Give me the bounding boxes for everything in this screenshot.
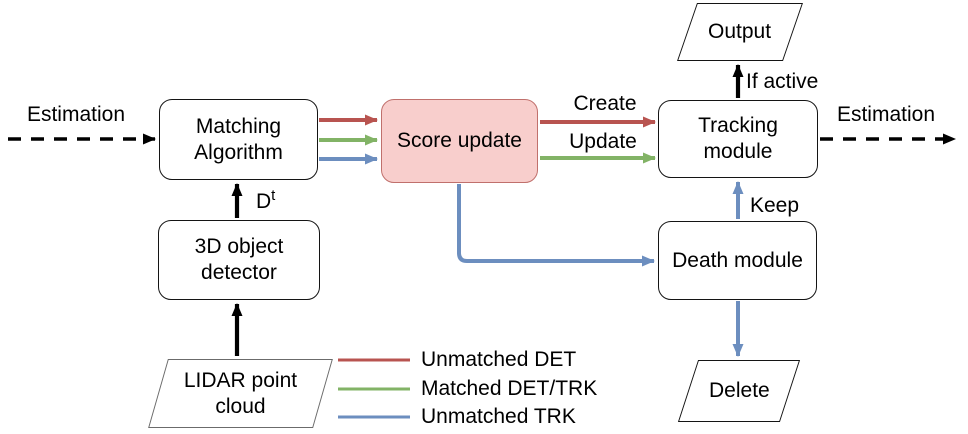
node-death-module: Death module [658,221,817,300]
node-tracking-module: Tracking module [658,100,818,178]
label-detections: Dt [256,187,276,214]
node-tracking-module-label-line1: Tracking [698,114,778,137]
node-matching-algorithm-label-line1: Matching [195,114,282,138]
node-matching-algorithm-label-line2: Algorithm [194,140,283,164]
node-output: Output [677,3,803,61]
label-create: Create [573,92,637,115]
node-lidar-point-cloud: LIDAR point cloud [148,359,333,428]
label-estimation-in: Estimation [26,103,126,126]
node-output-label: Output [708,20,772,43]
node-lidar-label-line2: cloud [215,394,266,418]
label-update: Update [569,130,637,153]
label-if-active: If active [746,70,819,93]
legend-label-matched: Matched DET/TRK [421,377,598,400]
node-3d-object-detector-label-line1: 3D object [194,235,284,258]
label-detections-superscript: t [271,187,276,204]
node-3d-object-detector-label-line2: detector [201,261,277,284]
node-score-update-label: Score update [397,129,522,152]
label-detections-base: D [256,190,272,213]
label-estimation-out: Estimation [836,103,936,126]
node-lidar-point-cloud-label: LIDAR point cloud [184,368,297,420]
node-lidar-label-line1: LIDAR point [183,368,298,392]
node-death-module-label: Death module [672,248,803,272]
node-score-update: Score update [381,99,538,183]
node-3d-object-detector: 3D object detector [158,220,320,300]
edge-score-to-death [457,184,655,267]
node-matching-algorithm: Matching Algorithm [159,99,318,180]
label-keep: Keep [750,194,800,217]
node-delete-label: Delete [708,379,770,402]
node-tracking-module-label-line2: module [703,140,773,163]
legend-label-unmatched-det: Unmatched DET [421,348,577,371]
node-delete: Delete [677,360,801,422]
legend-label-unmatched-trk: Unmatched TRK [421,405,576,428]
